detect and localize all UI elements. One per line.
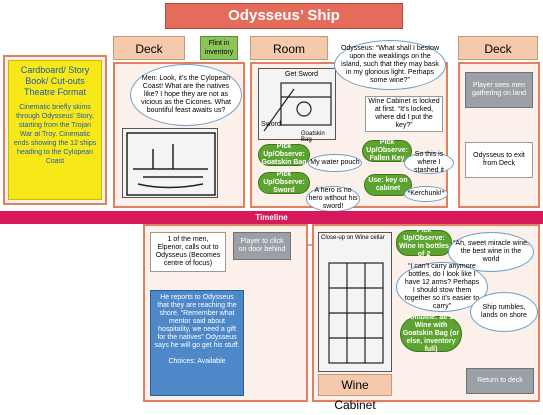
sketch-label-sword: Sword xyxy=(261,121,281,128)
cloud-kerchunk: *Kerchunk!* xyxy=(404,186,448,202)
intro-card: Cardboard/ Story Book/ Cut-outs Theatre … xyxy=(8,60,102,200)
report-text: He reports to Odysseus that they are rea… xyxy=(154,294,240,349)
men-gathering-box: Player sees men gathering on land xyxy=(465,72,533,108)
room-sketch: Get Sword Sword Goatskin Bag xyxy=(258,68,336,143)
choices-text: Choices: Available xyxy=(168,358,226,365)
odysseus-speech-cloud: Odysseus: “What shall I bestow upon the … xyxy=(334,40,446,90)
ship-sketch-icon xyxy=(126,132,216,196)
pickup-fallen-key[interactable]: Pick Up/Observe: Fallen Key xyxy=(362,139,412,162)
inventory-tag: Flint in inventory xyxy=(200,36,238,60)
wine-rack-icon xyxy=(328,262,384,364)
return-deck-box[interactable]: Return to deck xyxy=(466,368,534,394)
intro-heading: Cardboard/ Story Book/ Cut-outs Theatre … xyxy=(20,65,90,97)
exit-deck-box: Odysseus to exit from Deck xyxy=(465,142,533,178)
sketch-label-goatskin: Goatskin Bag xyxy=(301,131,325,143)
sketch-label-get-sword: Get Sword xyxy=(285,71,319,78)
pickup-goatskin[interactable]: Pick Up/Observe: Goatskin Bag xyxy=(258,143,310,166)
wine-sketch-label: Close-up on Wine cellar xyxy=(321,235,385,241)
tab-room: Room xyxy=(250,36,328,60)
elpenor-box: 1 of the men, Elpenor, calls out to Odys… xyxy=(150,232,226,272)
cloud-stashed-it: So this is where I stashed it xyxy=(404,151,454,174)
intro-body: Cinematic briefly skims through Odysseus… xyxy=(13,104,97,165)
timeline-bar: Timeline xyxy=(0,211,543,224)
pickup-wine[interactable]: Pick Up/Observe: Wine in bottles of 2 xyxy=(396,227,452,258)
cabinet-locked-note: Wine Cabinet is locked at first. “It’s l… xyxy=(365,96,443,132)
men-speech-cloud: Men: Look, it’s the Cylopean Coast! What… xyxy=(130,64,242,126)
page-title: Odysseus’ Ship xyxy=(165,3,403,29)
cloud-hero: A hero is no hero without his sword! xyxy=(306,186,360,212)
report-box: He reports to Odysseus that they are rea… xyxy=(150,290,244,396)
combine-wine-bag[interactable]: Combine: all 12 Wine with Goatskin Bag (… xyxy=(400,314,462,353)
tab-wine-cabinet: Wine Cabinet xyxy=(318,374,392,412)
use-key-on-cabinet[interactable]: Use: key on cabinet xyxy=(364,174,412,196)
room-sketch-icon xyxy=(263,82,332,132)
cloud-water-pouch: My water pouch xyxy=(308,154,362,172)
tab-deck-2: Deck xyxy=(458,36,538,60)
pickup-sword[interactable]: Pick Up/Observe: Sword xyxy=(258,171,310,194)
click-door-box[interactable]: Player to click on door behind xyxy=(233,232,291,260)
cloud-ship-rumbles: Ship rumbles, lands on shore xyxy=(470,292,538,332)
tab-deck-1: Deck xyxy=(113,36,185,60)
deck-sketch xyxy=(122,128,218,198)
wine-cellar-sketch: Close-up on Wine cellar xyxy=(318,232,392,372)
